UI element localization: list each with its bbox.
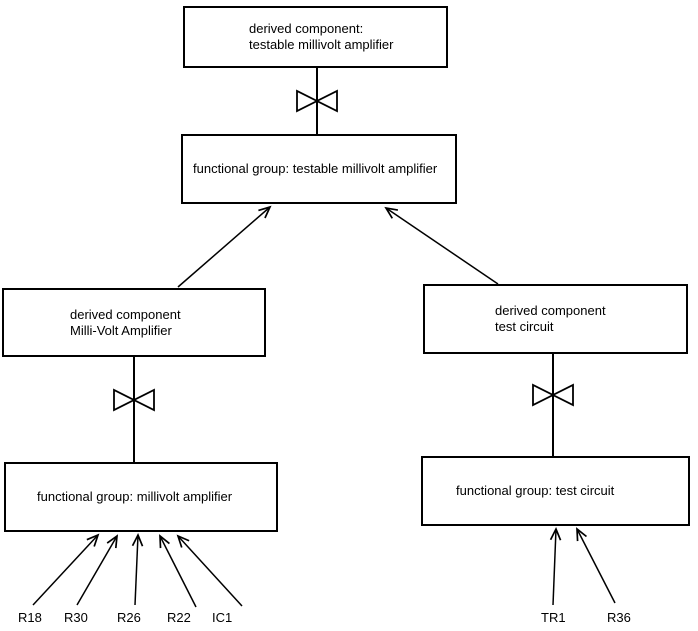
arrow-r30 xyxy=(76,534,119,606)
component-label-r22: R22 xyxy=(167,610,191,625)
component-label-tr1: TR1 xyxy=(541,610,566,625)
component-label-ic1: IC1 xyxy=(212,610,233,625)
node-label-line1: derived component: xyxy=(249,21,364,36)
node-label: functional group: millivolt amplifier xyxy=(37,489,233,504)
node-label: functional group: testable millivolt amp… xyxy=(193,161,438,176)
arrow-right-derived-to-top-functional xyxy=(384,206,499,285)
arrow-r18 xyxy=(32,533,100,606)
node-derived-test-circuit: derived component test circuit xyxy=(423,284,688,354)
node-label-line2: test circuit xyxy=(495,319,554,334)
component-label-r36: R36 xyxy=(607,610,631,625)
decomposition-bowtie-icon xyxy=(532,383,574,407)
arrow-r26 xyxy=(131,532,144,606)
node-label-line2: testable millivolt amplifier xyxy=(249,37,394,52)
node-derived-milli-volt-amplifier: derived component Milli-Volt Amplifier xyxy=(2,288,266,357)
node-label-line1: derived component xyxy=(495,303,606,318)
node-label-line2: Milli-Volt Amplifier xyxy=(70,322,172,338)
component-label-r30: R30 xyxy=(64,610,88,625)
node-label: functional group: test circuit xyxy=(456,483,615,498)
decomposition-bowtie-icon xyxy=(296,89,338,113)
node-functional-group-millivolt-amplifier: functional group: millivolt amplifier xyxy=(4,462,278,532)
node-functional-group-testable-millivolt-amplifier: functional group: testable millivolt amp… xyxy=(181,134,457,204)
component-label-r18: R18 xyxy=(18,610,42,625)
node-derived-testable-millivolt-amplifier: derived component: testable millivolt am… xyxy=(183,6,448,68)
decomposition-bowtie-icon xyxy=(113,388,155,412)
arrow-tr1 xyxy=(549,526,562,606)
arrow-left-derived-to-top-functional xyxy=(177,205,272,288)
arrow-r36 xyxy=(576,527,616,604)
component-label-r26: R26 xyxy=(117,610,141,625)
node-label-line1: derived component xyxy=(70,306,181,322)
arrow-r22 xyxy=(159,534,197,608)
arrow-ic1 xyxy=(176,534,243,607)
node-functional-group-test-circuit: functional group: test circuit xyxy=(421,456,690,526)
